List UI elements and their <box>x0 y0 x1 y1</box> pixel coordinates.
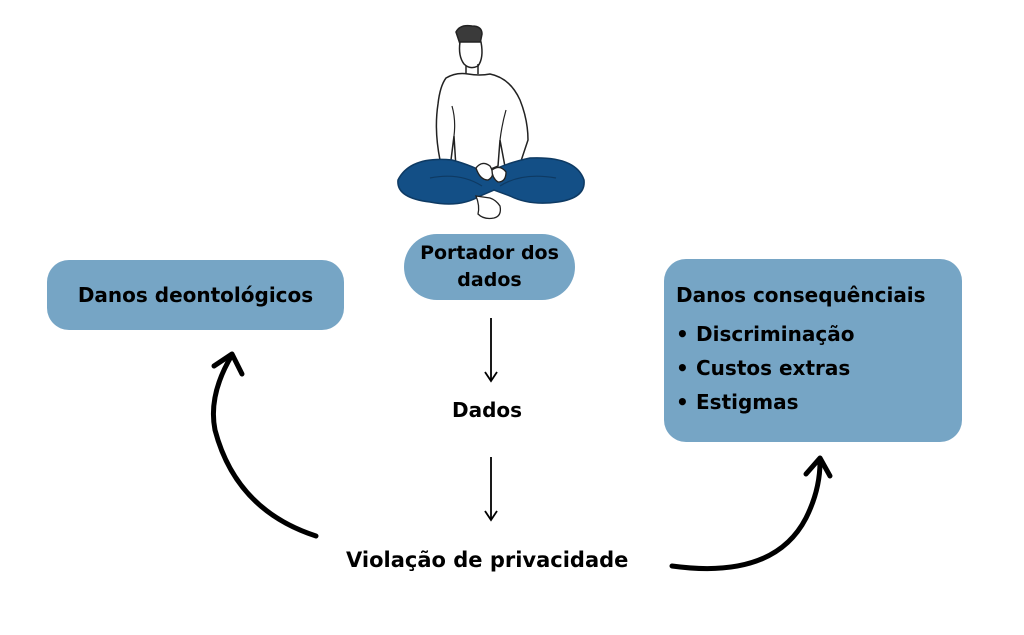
person-sitting-icon <box>397 24 585 220</box>
arrowhead-deontological <box>211 351 245 377</box>
curved-arrow-to-consequential <box>669 459 823 572</box>
list-item-label: Custos extras <box>696 356 851 380</box>
node-consequential-harms-title: Danos consequênciais <box>676 283 926 307</box>
list-item: • Discriminação <box>676 317 962 351</box>
list-item: • Custos extras <box>676 351 962 385</box>
node-deontological-harms-label: Danos deontológicos <box>77 283 314 307</box>
list-item-label: Estigmas <box>696 390 799 414</box>
node-privacy-violation: Violação de privacidade <box>346 548 629 572</box>
list-item: • Estigmas <box>676 385 962 419</box>
arrowhead-consequential <box>803 455 833 479</box>
arrowhead-data-to-violation <box>484 510 498 522</box>
node-deontological-harms: Danos deontológicos <box>47 260 344 330</box>
consequential-harms-list: • Discriminação • Custos extras • Estigm… <box>676 317 962 419</box>
arrowhead-holder-to-data <box>484 371 498 383</box>
list-item-label: Discriminação <box>696 322 855 346</box>
bullet-icon: • <box>676 356 689 380</box>
bullet-icon: • <box>676 322 689 346</box>
curved-arrow-to-deontological <box>210 352 319 539</box>
node-data-holder-label: Portador dos dados <box>420 242 559 291</box>
node-data: Dados <box>452 398 523 422</box>
node-consequential-harms: Danos consequênciais • Discriminação • C… <box>664 259 962 442</box>
bullet-icon: • <box>676 390 689 414</box>
node-data-holder: Portador dos dados <box>404 234 575 300</box>
